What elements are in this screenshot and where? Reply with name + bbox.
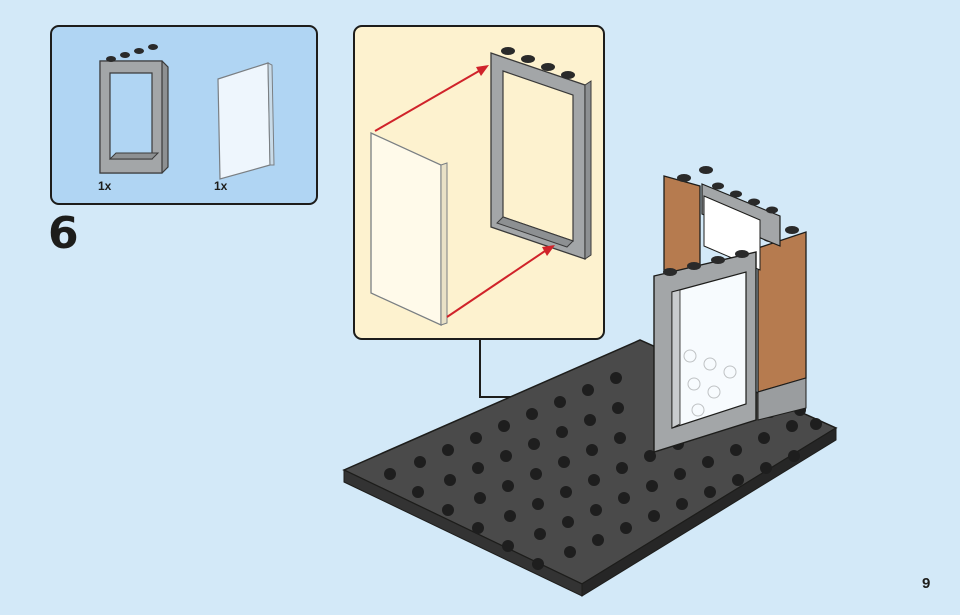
glass-pane: [370, 131, 448, 327]
brown-wall: [663, 166, 807, 421]
assembly-arrows: [374, 65, 555, 318]
glass-pane-quantity: 1x: [214, 179, 228, 193]
parts-list-panel: 1x 1x: [50, 25, 318, 205]
step-number: 6: [48, 208, 79, 259]
parts-list-illustration: [99, 44, 275, 180]
glass-pane-part: [217, 62, 275, 180]
page-number: 9: [922, 575, 931, 592]
door-frame-quantity: 1x: [98, 179, 112, 193]
installed-door-frame: [701, 182, 781, 271]
sub-assembly-panel: [353, 25, 605, 340]
baseplate: [342, 339, 838, 597]
new-door-frame-with-glass: [653, 250, 757, 453]
sub-assembly-illustration: [370, 47, 592, 327]
placement-arrowhead: [630, 387, 656, 407]
placement-arrow-line: [479, 340, 640, 398]
door-frame-part: [99, 44, 169, 174]
door-frame: [490, 47, 592, 260]
